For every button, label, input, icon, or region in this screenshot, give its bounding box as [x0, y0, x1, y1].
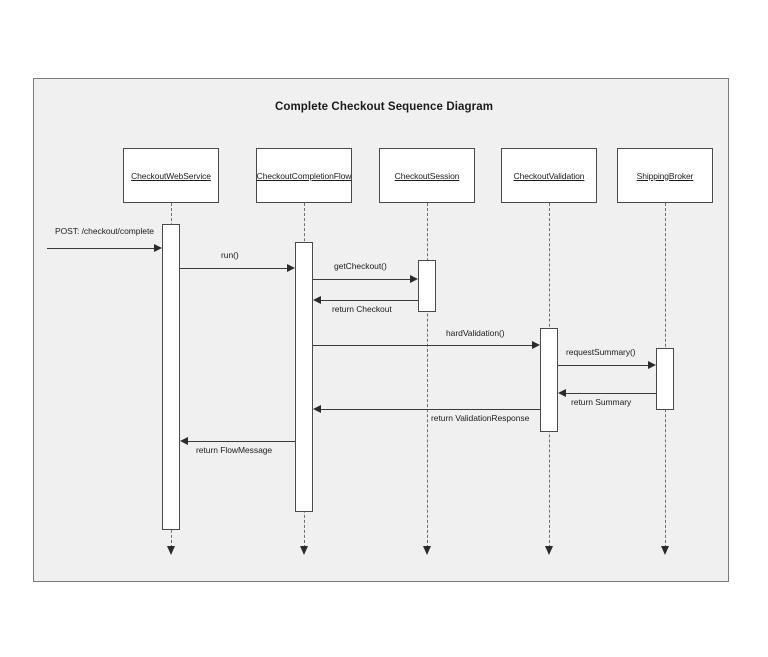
message-line-requestsummary: [558, 365, 648, 366]
participant-box-checkoutvalidation[interactable]: CheckoutValidation: [501, 148, 597, 203]
participant-box-checkoutsession[interactable]: CheckoutSession: [379, 148, 475, 203]
message-label-return-checkout: return Checkout: [332, 304, 392, 314]
lifeline-checkoutsession: [427, 203, 428, 553]
message-line-return-checkout: [321, 300, 418, 301]
message-arrowhead-return-summary: [558, 389, 566, 397]
activation-bar-checkoutwebservice: [162, 224, 180, 530]
page-title: Complete Checkout Sequence Diagram: [274, 101, 494, 113]
participant-label: CheckoutWebService: [131, 170, 211, 181]
participant-label: CheckoutValidation: [513, 170, 585, 181]
message-label-hardvalidation: hardValidation(): [446, 328, 505, 338]
message-label-run: run(): [221, 250, 239, 260]
message-arrowhead-requestsummary: [648, 361, 656, 369]
lifeline-end-arrow-checkoutwebservice: [167, 546, 175, 555]
message-line-post-checkout-complete: [47, 248, 154, 249]
message-line-getcheckout: [313, 279, 410, 280]
lifeline-end-arrow-checkoutvalidation: [545, 546, 553, 555]
message-arrowhead-run: [287, 264, 295, 272]
message-arrowhead-hardvalidation: [532, 341, 540, 349]
participant-box-checkoutwebservice[interactable]: CheckoutWebService: [123, 148, 219, 203]
message-line-return-summary: [566, 393, 656, 394]
participant-box-shippingbroker[interactable]: ShippingBroker: [617, 148, 713, 203]
message-line-hardvalidation: [313, 345, 532, 346]
message-label-getcheckout: getCheckout(): [334, 261, 387, 271]
message-label-requestsummary: requestSummary(): [566, 347, 636, 357]
message-arrowhead-post-checkout-complete: [154, 244, 162, 252]
participant-label: CheckoutCompletionFlow: [256, 170, 352, 181]
message-label-return-validationresponse: return ValidationResponse: [431, 413, 530, 423]
message-arrowhead-return-checkout: [313, 296, 321, 304]
message-line-run: [180, 268, 287, 269]
message-line-return-validationresponse: [321, 409, 540, 410]
message-arrowhead-return-flowmessage: [180, 437, 188, 445]
participant-box-checkoutcompletionflow[interactable]: CheckoutCompletionFlow: [256, 148, 352, 203]
message-label-return-flowmessage: return FlowMessage: [196, 445, 273, 455]
message-arrowhead-getcheckout: [410, 275, 418, 283]
message-label-return-summary: return Summary: [571, 397, 632, 407]
message-label-post-checkout-complete: POST: /checkout/complete: [55, 226, 154, 236]
participant-label: CheckoutSession: [394, 170, 460, 181]
message-arrowhead-return-validationresponse: [313, 405, 321, 413]
lifeline-end-arrow-shippingbroker: [661, 546, 669, 555]
message-line-return-flowmessage: [188, 441, 295, 442]
activation-bar-checkoutcompletionflow: [295, 242, 313, 512]
activation-bar-shippingbroker: [656, 348, 674, 410]
participant-label: ShippingBroker: [636, 170, 694, 181]
lifeline-end-arrow-checkoutsession: [423, 546, 431, 555]
activation-bar-checkoutvalidation: [540, 328, 558, 432]
lifeline-end-arrow-checkoutcompletionflow: [300, 546, 308, 555]
activation-bar-checkoutsession: [418, 260, 436, 312]
